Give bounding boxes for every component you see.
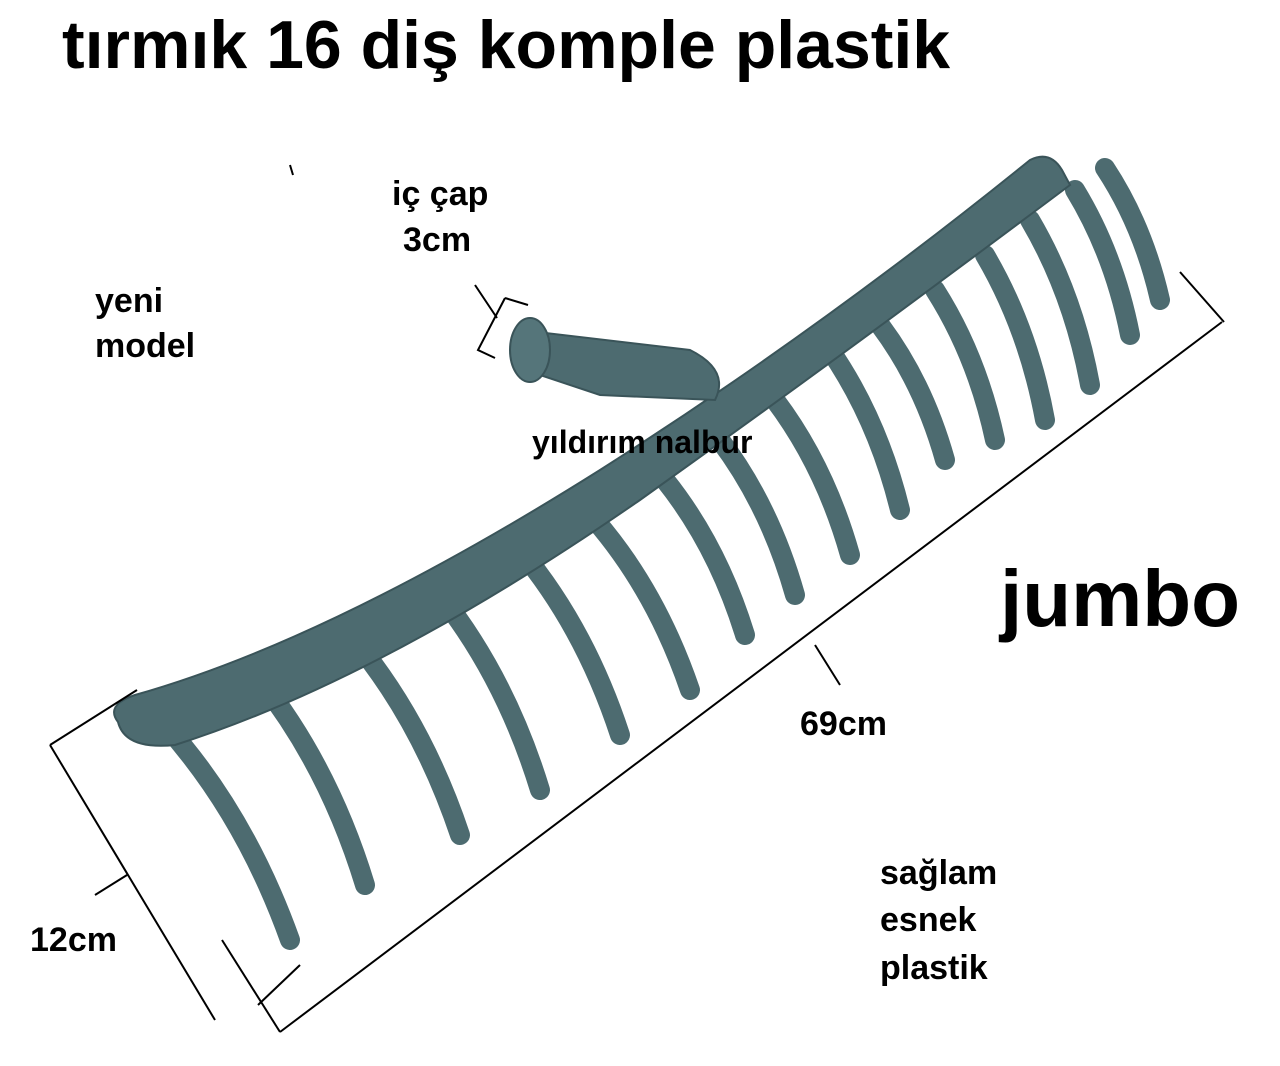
dimension-lines xyxy=(49,164,1225,1033)
feature-label-3: plastik xyxy=(880,949,988,987)
rake-tine xyxy=(585,510,700,700)
rake-tine xyxy=(510,540,630,745)
rake-tine xyxy=(765,390,860,565)
rake-tine xyxy=(1065,180,1140,345)
rake-head xyxy=(113,155,1072,747)
feature-label-2: esnek xyxy=(880,901,977,939)
brand-label: jumbo xyxy=(1000,554,1240,643)
rake-tine xyxy=(1095,158,1170,310)
rake-tine xyxy=(870,315,955,470)
new-model-label-2: model xyxy=(95,327,196,365)
handle-socket xyxy=(509,317,720,402)
watermark: yıldırım nalbur xyxy=(532,424,753,460)
rake-tine xyxy=(820,340,910,520)
rake-tines xyxy=(155,158,1170,950)
width-label: 69cm xyxy=(800,705,887,743)
inner-diameter-value: 3cm xyxy=(403,221,472,259)
rake-tine xyxy=(925,280,1005,450)
rake-tine xyxy=(250,670,375,895)
new-model-label: yeni xyxy=(95,282,164,320)
rake-tine xyxy=(655,470,755,645)
product-title: tırmık 16 diş komple plastik xyxy=(62,7,951,83)
feature-label-1: sağlam xyxy=(880,854,998,892)
rake-tine xyxy=(1020,210,1100,395)
tine-length-label: 12cm xyxy=(30,921,117,959)
rake-tine xyxy=(975,245,1055,430)
rake-tine xyxy=(710,430,805,605)
rake-tine xyxy=(430,585,550,800)
rake-tine xyxy=(155,715,300,950)
inner-diameter-label: iç çap xyxy=(392,175,489,213)
